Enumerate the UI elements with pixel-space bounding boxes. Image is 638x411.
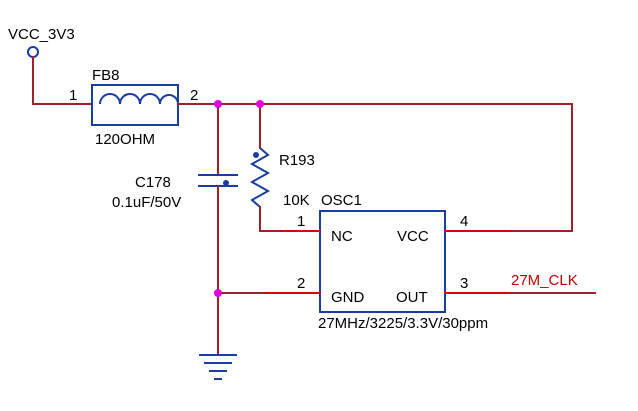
resistor-r193: R193 10K xyxy=(249,103,315,232)
osc1-pin1-number: 1 xyxy=(297,213,305,230)
r193-zigzag xyxy=(249,147,271,208)
r193-pin-dot xyxy=(253,152,259,158)
ferrite-bead-fb8: FB8 1 2 120OHM xyxy=(69,67,198,148)
fb8-pin1-number: 1 xyxy=(69,87,77,104)
vcc-3v3-power-port: VCC_3V3 xyxy=(8,26,93,105)
fb8-body xyxy=(91,84,179,126)
osc1-nc-label: NC xyxy=(331,228,353,245)
vcc-wire xyxy=(32,56,93,105)
osc1-pin3-number: 3 xyxy=(460,275,468,292)
osc1-value-label: 27MHz/3225/3.3V/30ppm xyxy=(318,315,488,332)
osc1-ref-label: OSC1 xyxy=(321,192,362,209)
r193-value-label: 10K xyxy=(283,192,310,209)
osc1-vcc-label: VCC xyxy=(397,228,429,245)
vcc-rail-wire xyxy=(177,103,573,232)
junction-dot xyxy=(256,100,264,108)
osc1-body xyxy=(319,210,446,313)
osc1-gnd-label: GND xyxy=(331,289,365,306)
fb8-pin2-number: 2 xyxy=(190,87,198,104)
osc1-pin2-number: 2 xyxy=(297,275,305,292)
osc1-out-label: OUT xyxy=(396,289,428,306)
c178-pin-dot xyxy=(223,180,229,186)
capacitor-c178: C178 0.1uF/50V xyxy=(112,103,238,356)
r193-ref-label: R193 xyxy=(279,152,315,169)
fb8-value-label: 120OHM xyxy=(95,131,155,148)
junction-dot xyxy=(214,289,222,297)
c178-ref-label: C178 xyxy=(135,174,171,191)
vcc-net-label: VCC_3V3 xyxy=(8,26,75,43)
r193-to-nc-wire xyxy=(259,206,284,232)
output-net-label: 27M_CLK xyxy=(511,272,578,289)
junction-dot xyxy=(214,100,222,108)
fb8-ref-label: FB8 xyxy=(92,67,120,84)
ground-symbol xyxy=(199,354,237,380)
c178-value-label: 0.1uF/50V xyxy=(112,194,181,211)
power-port-circle xyxy=(27,46,39,58)
osc1-pin4-number: 4 xyxy=(460,213,468,230)
inductor-coil-symbol xyxy=(99,93,179,105)
oscillator-osc1: OSC1 1 2 3 4 NC VCC GND OUT 27MHz/3225/3… xyxy=(264,192,511,332)
